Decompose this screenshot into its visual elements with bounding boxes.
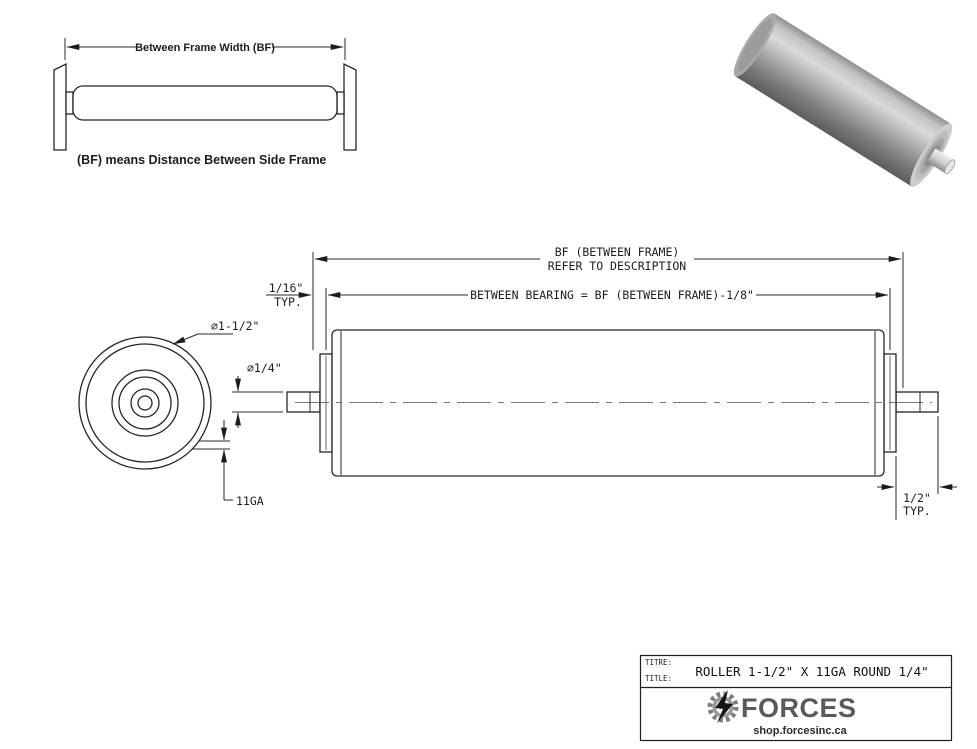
bf-dim-label-1: BF (BETWEEN FRAME) — [555, 245, 680, 259]
brand-text: FORCES — [741, 693, 857, 723]
bf-caption: (BF) means Distance Between Side Frame — [77, 153, 326, 167]
sixteenth-typ-label: TYP. — [274, 295, 302, 309]
drawing-title: ROLLER 1-1/2" X 11GA ROUND 1/4" — [695, 664, 928, 679]
left-side-frame — [53, 62, 74, 151]
gauge-dimension: 11GA — [192, 420, 264, 508]
bf-dim-label-2: REFER TO DESCRIPTION — [548, 259, 687, 273]
roller-body — [331, 329, 885, 477]
roller-side-view — [286, 329, 939, 477]
right-side-frame — [336, 62, 357, 151]
explainer-roller — [72, 85, 338, 121]
half-inch-typ-label: TYP. — [903, 504, 931, 518]
sixteenth-dimension: 1/16" TYP. — [266, 281, 312, 309]
roller-end-view — [78, 336, 212, 470]
roller-diameter-label: ⌀1-1/2" — [211, 319, 259, 333]
forces-logo: FORCES shop.forcesinc.ca — [707, 690, 857, 737]
title-block: TITRE: TITLE: ROLLER 1-1/2" X 11GA ROUND… — [639, 654, 953, 742]
bf-explainer-diagram: Between Frame Width (BF) (BF) means Dist… — [53, 38, 357, 167]
bf-dimension: BF (BETWEEN FRAME) REFER TO DESCRIPTION — [312, 245, 904, 388]
lightning-icon — [715, 690, 733, 723]
bf-width-label: Between Frame Width (BF) — [135, 42, 275, 54]
half-inch-dimension: 1/2" TYP. — [877, 416, 957, 520]
between-bearing-dimension: BETWEEN BEARING = BF (BETWEEN FRAME)-1/8… — [325, 288, 891, 350]
sixteenth-label: 1/16" — [269, 281, 304, 295]
titre-label: TITRE: — [645, 658, 672, 667]
between-bearing-label: BETWEEN BEARING = BF (BETWEEN FRAME)-1/8… — [470, 288, 754, 302]
roller-3d-image — [733, 13, 956, 187]
shaft-diameter-label: ⌀1/4" — [247, 361, 282, 375]
gauge-label: 11GA — [236, 494, 264, 508]
half-inch-label: 1/2" — [903, 491, 931, 505]
website-text: shop.forcesinc.ca — [753, 725, 847, 737]
right-shaft — [895, 391, 939, 413]
title-label: TITLE: — [645, 674, 672, 683]
left-shaft — [286, 391, 321, 413]
roller-diameter-dimension: ⌀1-1/2" — [172, 319, 259, 345]
shaft-diameter-dimension: ⌀1/4" — [232, 361, 283, 428]
